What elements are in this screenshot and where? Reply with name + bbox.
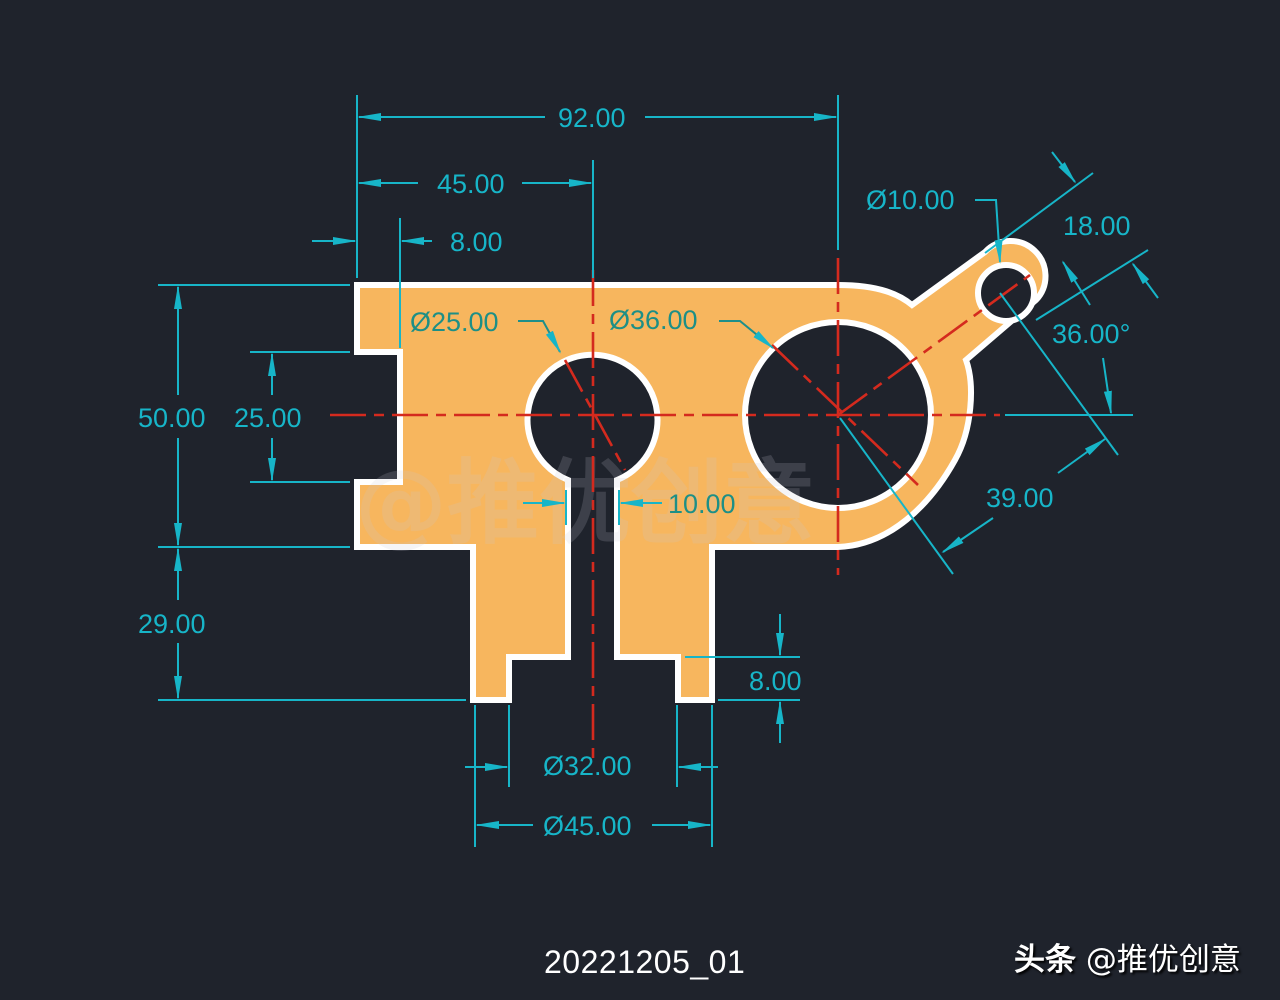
dim-left-step: 8.00 (450, 227, 503, 257)
dim-lug-angle: 36.00° (1052, 319, 1130, 349)
dim-inner-leg-diameter: Ø32.00 (543, 751, 632, 781)
drawing-caption: 20221205_01 (544, 944, 746, 980)
dim-small-hole-diameter: Ø10.00 (866, 185, 955, 215)
watermark: @推优创意 (355, 450, 815, 557)
dim-overall-width: 92.00 (558, 103, 626, 133)
dim-overall-height: 50.00 (138, 403, 206, 433)
dim-lug-distance: 39.00 (986, 483, 1054, 513)
dim-notch-height: 25.00 (234, 403, 302, 433)
brand-prefix: 头条 (1014, 942, 1076, 978)
dim-outer-leg-diameter: Ø45.00 (543, 811, 632, 841)
brand-handle: @推优创意 (1085, 942, 1241, 978)
dim-right-hole-diameter: Ø36.00 (609, 305, 698, 335)
dim-leg-height: 29.00 (138, 609, 206, 639)
centerlines (330, 258, 1031, 760)
dim-slot-width: 10.00 (668, 489, 736, 519)
brand-label: 头条 @推优创意 (1014, 934, 1241, 979)
dimensions: 92.00 45.00 8.00 50.00 25.00 29.00 Ø25.0… (138, 95, 1159, 847)
dim-center-offset: 45.00 (437, 169, 505, 199)
dim-left-hole-diameter: Ø25.00 (410, 307, 499, 337)
dim-leg-step: 8.00 (749, 666, 802, 696)
dim-lug-width: 18.00 (1063, 211, 1131, 241)
